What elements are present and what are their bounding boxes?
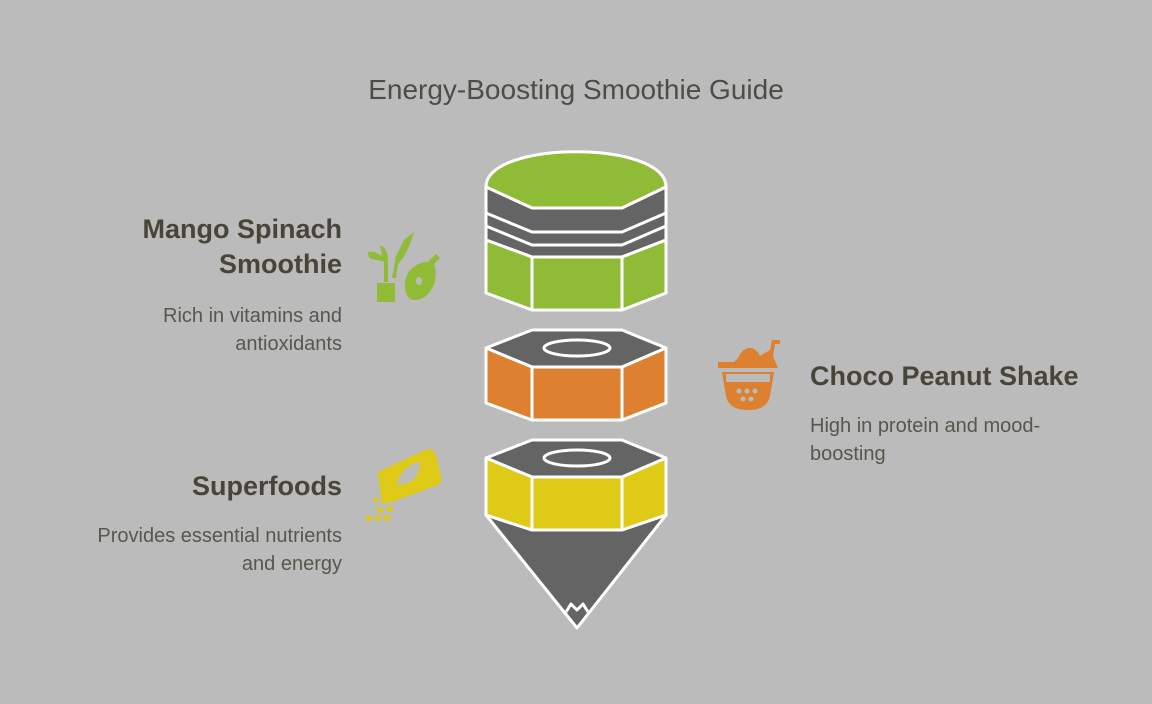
green-segment <box>484 150 668 312</box>
bubble-tea-cup-icon <box>718 340 780 410</box>
yellow-segment <box>484 438 668 630</box>
orange-segment <box>484 328 668 422</box>
superfoods-description: Provides essential nutrients and energy <box>20 522 342 578</box>
heading-line: Smoothie <box>218 249 342 279</box>
description-line: and energy <box>241 553 342 575</box>
description-line: antioxidants <box>235 333 342 355</box>
description-line: High in protein and mood- <box>810 415 1041 437</box>
description-line: Rich in vitamins and <box>163 305 342 327</box>
heading-line: Superfoods <box>191 471 342 501</box>
mango-spinach-heading: Mango Spinach Smoothie <box>40 212 342 282</box>
superfoods-heading: Superfoods <box>40 469 342 504</box>
choco-peanut-heading: Choco Peanut Shake <box>810 359 1079 394</box>
choco-peanut-description: High in protein and mood- boosting <box>810 412 1040 468</box>
seed-packet-icon <box>366 449 442 521</box>
plant-and-fruit-icon <box>368 232 440 302</box>
description-line: boosting <box>810 443 886 465</box>
description-line: Provides essential nutrients <box>97 525 342 547</box>
diagram-title: Energy-Boosting Smoothie Guide <box>368 74 784 105</box>
heading-line: Mango Spinach <box>142 214 342 244</box>
heading-line: Choco Peanut Shake <box>810 361 1079 391</box>
mango-spinach-description: Rich in vitamins and antioxidants <box>40 302 342 358</box>
